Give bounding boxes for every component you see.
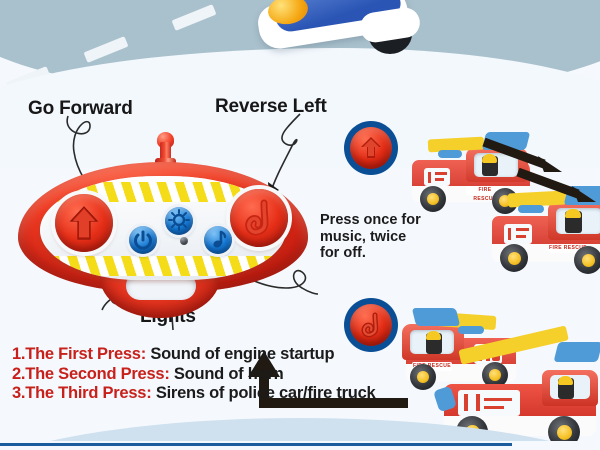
- siren-light-icon: [518, 205, 544, 213]
- list-item-key: The First Press:: [25, 345, 146, 363]
- callout-press-note: Press once for music, twice for off.: [320, 212, 430, 262]
- fireman-helmet-icon: [558, 376, 573, 385]
- siren-light-icon: [438, 150, 462, 158]
- wheel: [574, 246, 600, 274]
- badge-reverse: [344, 298, 398, 352]
- power-icon: [134, 230, 152, 250]
- press-note-line: for off.: [320, 245, 366, 261]
- badge-reverse-inner: [350, 304, 392, 346]
- bucket: [553, 342, 600, 362]
- hazard-stripes: [40, 182, 286, 202]
- list-item: 1.The First Press: Sound of engine start…: [12, 345, 432, 365]
- up-arrow-icon: [361, 137, 381, 158]
- up-arrow-icon: [69, 206, 99, 240]
- bucket: [411, 308, 461, 326]
- antenna-stem: [160, 142, 171, 164]
- power-button[interactable]: [129, 226, 157, 254]
- reverse-arrow: [248, 351, 408, 408]
- siren-light-icon: [458, 326, 484, 334]
- forward-arrow-2: [516, 168, 596, 202]
- press-note-line: music, twice: [320, 228, 407, 245]
- list-item-key: The Third Press:: [25, 384, 152, 402]
- badge-forward-inner: [350, 127, 392, 169]
- wheel: [500, 244, 528, 272]
- badge-forward: [344, 121, 398, 175]
- police-car-top: [240, 0, 422, 60]
- music-button[interactable]: [204, 226, 232, 254]
- lightbulb-icon: [168, 209, 190, 231]
- reverse-left-arrow-icon: [361, 312, 379, 338]
- list-item-number: 1.: [12, 345, 26, 363]
- instruction-list: 1.The First Press: Sound of engine start…: [12, 345, 432, 404]
- list-item-value: Sirens of police car/fire truck: [155, 384, 376, 402]
- wheel: [420, 186, 446, 212]
- forward-arrow-1: [482, 138, 562, 172]
- fire-truck-2: FIRE RESCUE: [488, 178, 600, 278]
- forward-button[interactable]: [55, 194, 113, 252]
- antenna-ring: [155, 158, 176, 165]
- rc-remote-control[interactable]: [8, 130, 328, 320]
- reverse-left-arrow-icon: [245, 199, 269, 236]
- press-note-line: Press once for: [320, 212, 421, 228]
- list-item-number: 2.: [12, 364, 26, 383]
- hazard-stripes: [40, 256, 286, 276]
- wheel: [410, 364, 436, 390]
- lights-button[interactable]: [165, 207, 193, 235]
- music-note-icon: [213, 230, 227, 248]
- callout-reverse-left: Reverse Left: [215, 96, 327, 117]
- callout-go-forward: Go Forward: [28, 98, 133, 119]
- status-led: [180, 237, 188, 245]
- fireman-helmet-icon: [426, 331, 441, 340]
- list-item-number: 3.: [12, 384, 26, 402]
- list-item: 3.The Third Press: Sirens of police car/…: [12, 384, 432, 404]
- list-item-value: Sound of horn: [173, 364, 284, 383]
- fire-truck-1: FIRE RESCUE: [408, 126, 538, 218]
- list-item-key: The Second Press:: [25, 364, 170, 383]
- bottom-divider: [0, 443, 512, 446]
- list-item-value: Sound of engine startup: [150, 345, 335, 363]
- fireman-helmet-icon: [482, 154, 497, 163]
- wheel: [482, 362, 508, 388]
- list-item: 2.The Second Press: Sound of horn: [12, 365, 432, 385]
- fireman-helmet-icon: [565, 209, 581, 218]
- reverse-left-button[interactable]: [230, 189, 288, 247]
